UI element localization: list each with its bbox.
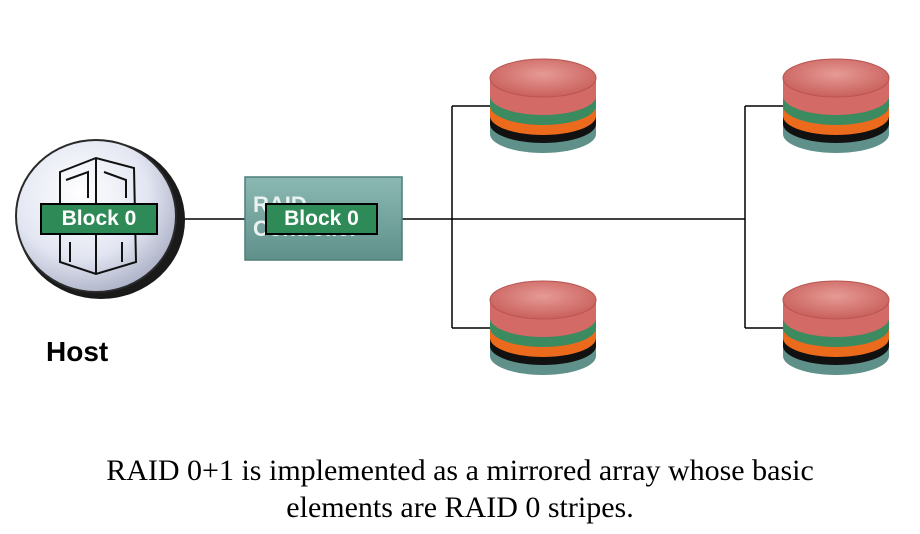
disk-top-surface [782, 280, 890, 320]
host-block-0: Block 0 [40, 203, 158, 235]
caption-line-2: elements are RAID 0 stripes. [286, 491, 634, 524]
disk-top-right [782, 58, 890, 153]
disk-top-surface [782, 58, 890, 98]
disk-group [489, 58, 890, 375]
disk-top-surface [489, 58, 597, 98]
disk-bottom-right [782, 280, 890, 375]
controller-block-0: Block 0 [265, 203, 378, 235]
disk-top-surface [489, 280, 597, 320]
caption: RAID 0+1 is implemented as a mirrored ar… [0, 452, 920, 526]
disk-bottom-left [489, 280, 597, 375]
disk-top-left [489, 58, 597, 153]
host-label: Host [46, 336, 109, 367]
caption-line-1: RAID 0+1 is implemented as a mirrored ar… [106, 454, 814, 487]
connection-lines [172, 105, 785, 329]
